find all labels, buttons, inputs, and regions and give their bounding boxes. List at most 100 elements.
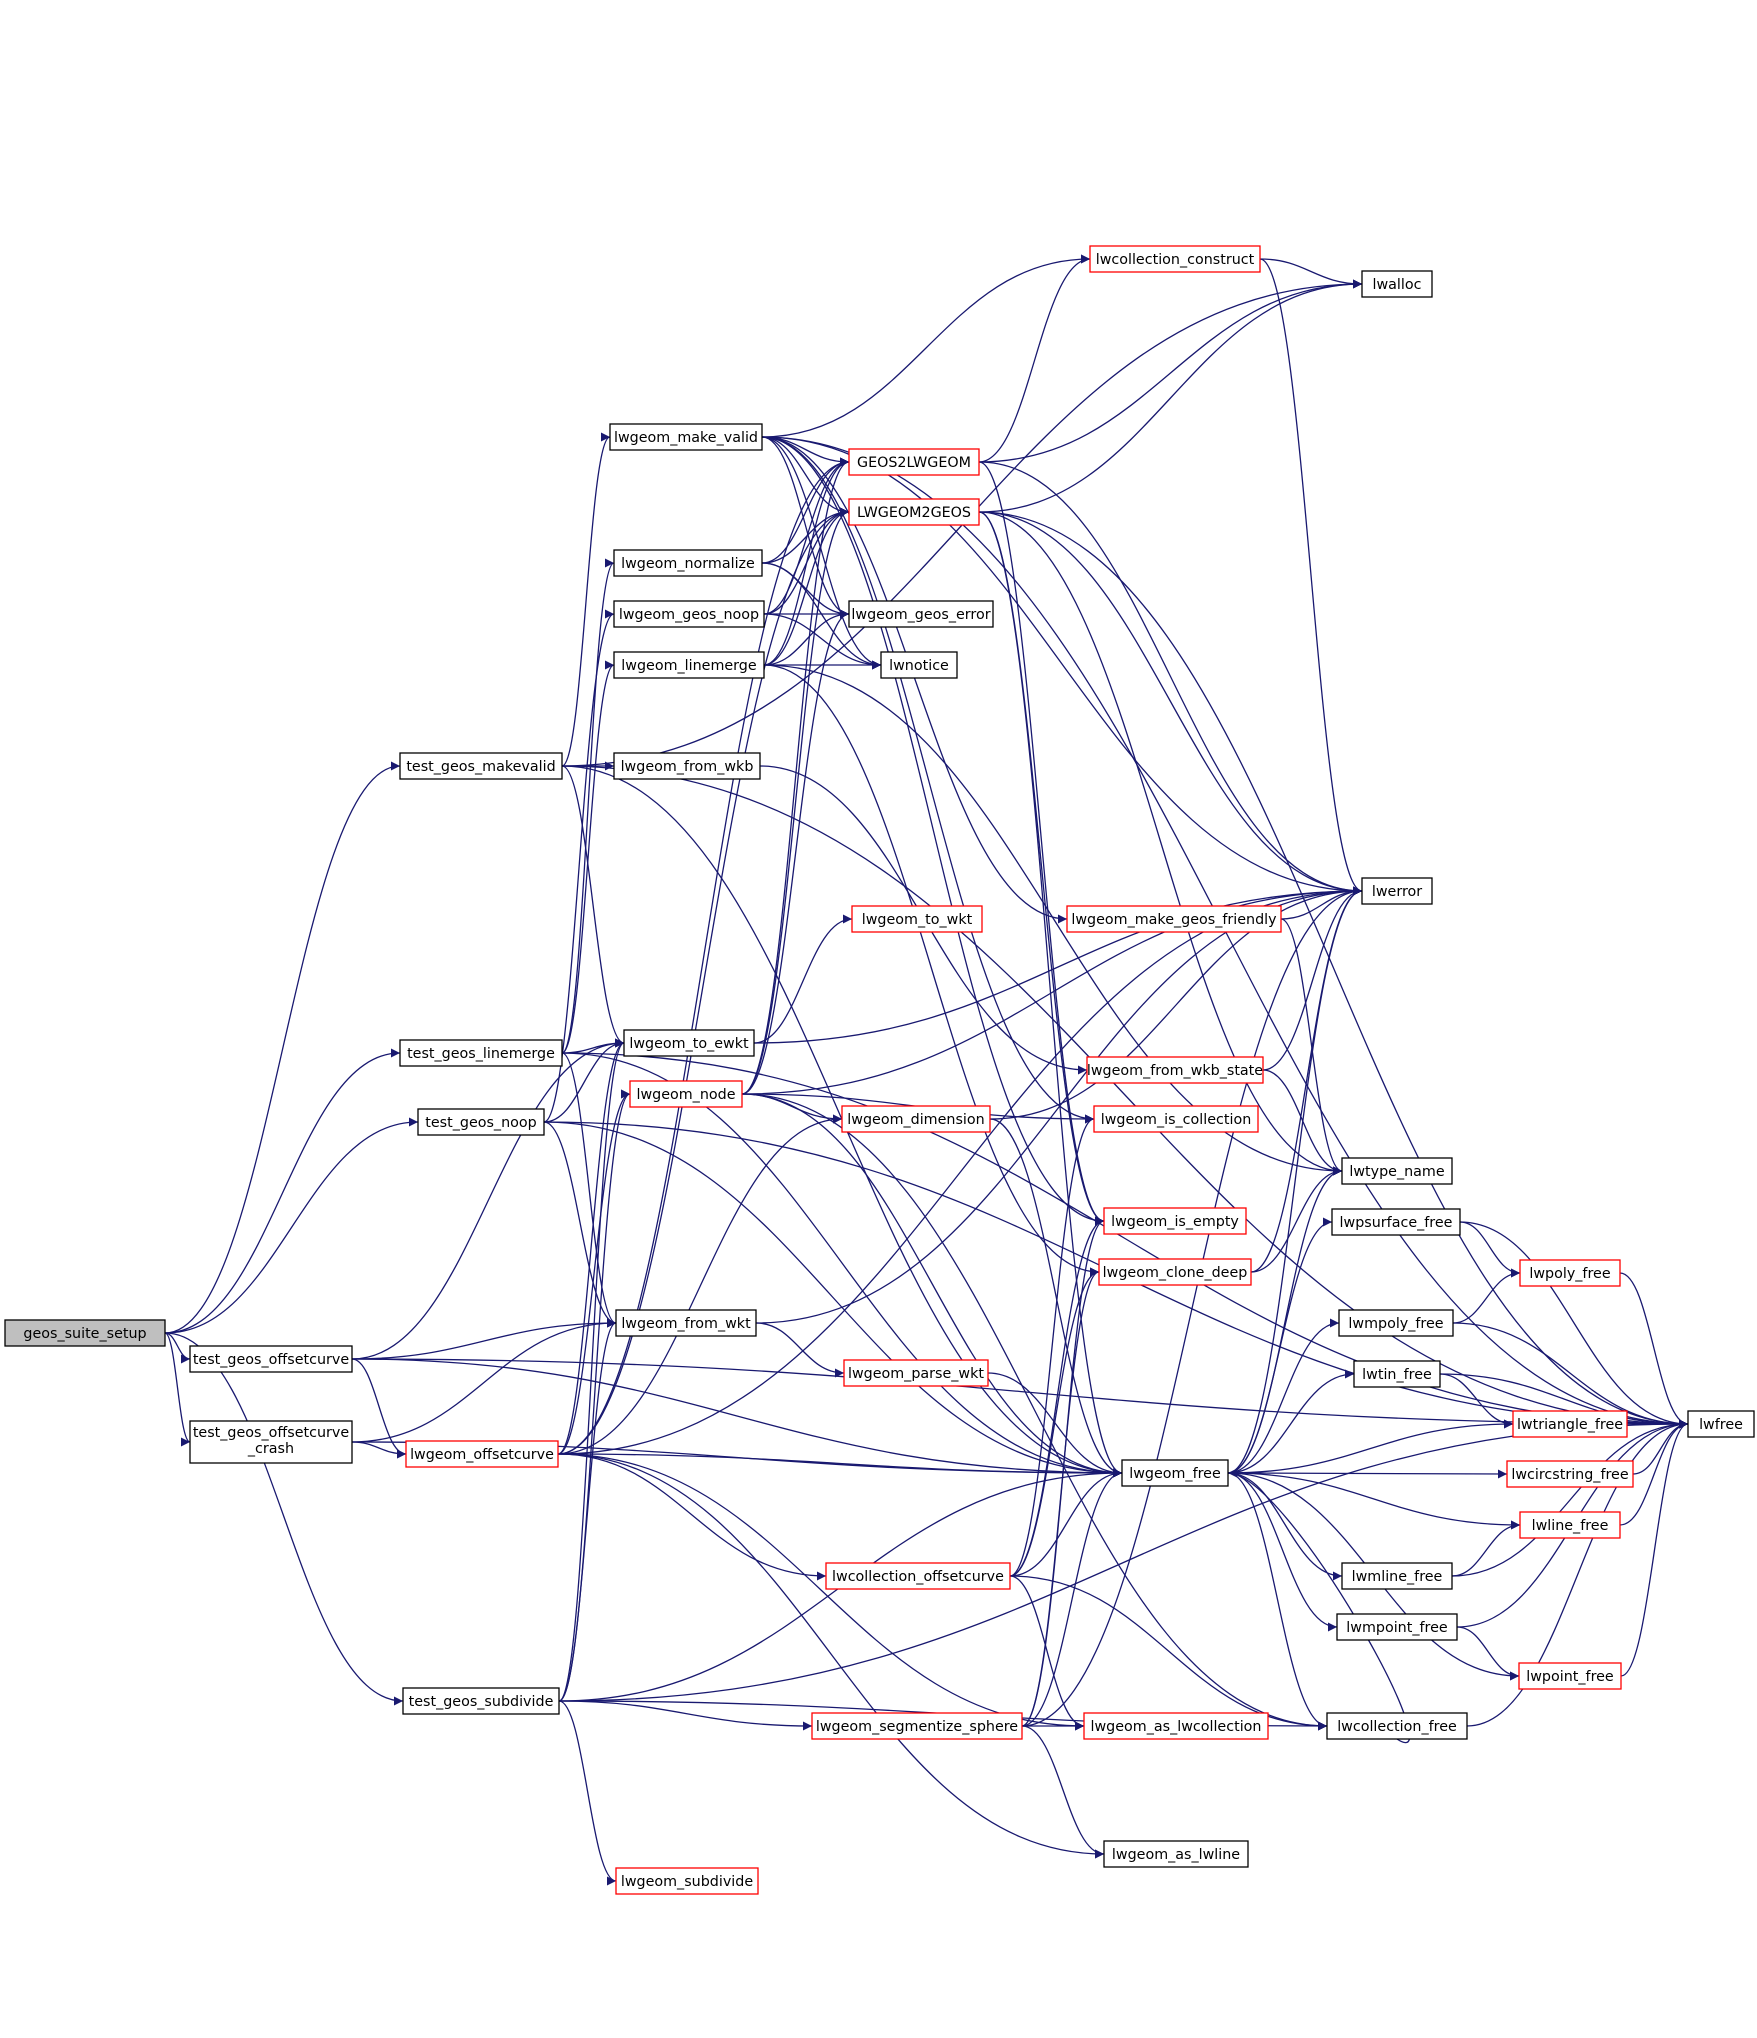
node-box[interactable] bbox=[848, 498, 980, 526]
node-box[interactable] bbox=[1338, 1309, 1454, 1337]
node-lwnotice[interactable]: lwnotice bbox=[880, 651, 958, 679]
node-lwpoint-free[interactable]: lwpoint_free bbox=[1518, 1662, 1622, 1690]
node-box[interactable] bbox=[4, 1319, 166, 1347]
node-lwgeom-from-wkb[interactable]: lwgeom_from_wkb bbox=[613, 752, 761, 780]
node-box[interactable] bbox=[851, 905, 983, 933]
node-box[interactable] bbox=[405, 1440, 559, 1468]
node-box[interactable] bbox=[1066, 905, 1282, 933]
node-box[interactable] bbox=[811, 1712, 1023, 1740]
node-lwpoly-free[interactable]: lwpoly_free bbox=[1519, 1259, 1621, 1287]
node-test-geos-offsetcurve[interactable]: test_geos_offsetcurve bbox=[189, 1345, 353, 1373]
node-box[interactable] bbox=[843, 1359, 989, 1387]
node-lwerror[interactable]: lwerror bbox=[1361, 877, 1433, 905]
node-lwgeom-dimension[interactable]: lwgeom_dimension bbox=[841, 1105, 991, 1133]
node-lwmpoint-free[interactable]: lwmpoint_free bbox=[1336, 1613, 1458, 1641]
node-lwgeom-offsetcurve[interactable]: lwgeom_offsetcurve bbox=[405, 1440, 559, 1468]
node-box[interactable] bbox=[1519, 1259, 1621, 1287]
node-box[interactable] bbox=[1083, 1712, 1269, 1740]
node-box[interactable] bbox=[880, 651, 958, 679]
node-test-geos-offsetcurve-crash[interactable]: test_geos_offsetcurve_crash bbox=[189, 1420, 353, 1464]
node-lwgeom-parse-wkt[interactable]: lwgeom_parse_wkt bbox=[843, 1359, 989, 1387]
node-box[interactable] bbox=[1687, 1410, 1755, 1438]
node-lwmline-free[interactable]: lwmline_free bbox=[1341, 1562, 1453, 1590]
node-box[interactable] bbox=[615, 1867, 759, 1895]
node-lwgeom-subdivide[interactable]: lwgeom_subdivide bbox=[615, 1867, 759, 1895]
node-lwpsurface-free[interactable]: lwpsurface_free bbox=[1331, 1208, 1461, 1236]
node-box[interactable] bbox=[1093, 1105, 1259, 1133]
node-box[interactable] bbox=[417, 1108, 545, 1136]
node-lwgeom-as-lwcollection[interactable]: lwgeom_as_lwcollection bbox=[1083, 1712, 1269, 1740]
node-box[interactable] bbox=[399, 1039, 563, 1067]
node-box[interactable] bbox=[848, 600, 994, 628]
node-box[interactable] bbox=[1361, 270, 1433, 298]
node-box[interactable] bbox=[825, 1562, 1011, 1590]
node-geos-suite-setup[interactable]: geos_suite_setup bbox=[4, 1319, 166, 1347]
node-box[interactable] bbox=[848, 448, 980, 476]
node-lwtriangle-free[interactable]: lwtriangle_free bbox=[1512, 1410, 1628, 1438]
node-box[interactable] bbox=[1121, 1459, 1229, 1487]
node-lwgeom2geos[interactable]: LWGEOM2GEOS bbox=[848, 498, 980, 526]
node-test-geos-subdivide[interactable]: test_geos_subdivide bbox=[402, 1687, 560, 1715]
node-box[interactable] bbox=[615, 1309, 757, 1337]
node-box[interactable] bbox=[613, 752, 761, 780]
node-box[interactable] bbox=[1341, 1562, 1453, 1590]
node-box[interactable] bbox=[189, 1345, 353, 1373]
node-box[interactable] bbox=[1361, 877, 1433, 905]
node-box[interactable] bbox=[1341, 1157, 1453, 1185]
node-box[interactable] bbox=[1089, 245, 1261, 273]
node-lwcollection-construct[interactable]: lwcollection_construct bbox=[1089, 245, 1261, 273]
node-lwgeom-normalize[interactable]: lwgeom_normalize bbox=[613, 549, 763, 577]
node-box[interactable] bbox=[613, 651, 765, 679]
node-lwgeom-make-geos-friendly[interactable]: lwgeom_make_geos_friendly bbox=[1066, 905, 1282, 933]
node-lwcollection-free[interactable]: lwcollection_free bbox=[1326, 1712, 1468, 1740]
node-lwline-free[interactable]: lwline_free bbox=[1519, 1511, 1621, 1539]
node-box[interactable] bbox=[1098, 1258, 1252, 1286]
node-lwmpoly-free[interactable]: lwmpoly_free bbox=[1338, 1309, 1454, 1337]
node-lwgeom-clone-deep[interactable]: lwgeom_clone_deep bbox=[1098, 1258, 1252, 1286]
node-lwgeom-segmentize-sphere[interactable]: lwgeom_segmentize_sphere bbox=[811, 1712, 1023, 1740]
node-lwfree[interactable]: lwfree bbox=[1687, 1410, 1755, 1438]
node-box[interactable] bbox=[189, 1420, 353, 1464]
node-box[interactable] bbox=[1519, 1511, 1621, 1539]
node-box[interactable] bbox=[402, 1687, 560, 1715]
node-box[interactable] bbox=[1518, 1662, 1622, 1690]
node-lwgeom-geos-noop[interactable]: lwgeom_geos_noop bbox=[613, 600, 765, 628]
node-box[interactable] bbox=[1506, 1460, 1634, 1488]
node-box[interactable] bbox=[399, 752, 563, 780]
node-box[interactable] bbox=[1336, 1613, 1458, 1641]
node-lwgeom-is-collection[interactable]: lwgeom_is_collection bbox=[1093, 1105, 1259, 1133]
node-test-geos-linemerge[interactable]: test_geos_linemerge bbox=[399, 1039, 563, 1067]
node-lwgeom-free[interactable]: lwgeom_free bbox=[1121, 1459, 1229, 1487]
node-box[interactable] bbox=[1086, 1056, 1264, 1084]
node-box[interactable] bbox=[1512, 1410, 1628, 1438]
node-lwalloc[interactable]: lwalloc bbox=[1361, 270, 1433, 298]
node-lwgeom-from-wkb-state[interactable]: lwgeom_from_wkb_state bbox=[1086, 1056, 1264, 1084]
node-lwcircstring-free[interactable]: lwcircstring_free bbox=[1506, 1460, 1634, 1488]
node-lwgeom-make-valid[interactable]: lwgeom_make_valid bbox=[609, 423, 763, 451]
node-lwtin-free[interactable]: lwtin_free bbox=[1353, 1360, 1441, 1388]
node-box[interactable] bbox=[613, 549, 763, 577]
node-lwgeom-to-ewkt[interactable]: lwgeom_to_ewkt bbox=[623, 1029, 755, 1057]
node-lwgeom-from-wkt[interactable]: lwgeom_from_wkt bbox=[615, 1309, 757, 1337]
node-lwgeom-is-empty[interactable]: lwgeom_is_empty bbox=[1103, 1207, 1247, 1235]
node-box[interactable] bbox=[1103, 1207, 1247, 1235]
node-box[interactable] bbox=[841, 1105, 991, 1133]
node-box[interactable] bbox=[629, 1080, 743, 1108]
node-lwtype-name[interactable]: lwtype_name bbox=[1341, 1157, 1453, 1185]
node-geos2lwgeom[interactable]: GEOS2LWGEOM bbox=[848, 448, 980, 476]
node-lwgeom-as-lwline[interactable]: lwgeom_as_lwline bbox=[1103, 1840, 1249, 1868]
node-box[interactable] bbox=[623, 1029, 755, 1057]
node-box[interactable] bbox=[1103, 1840, 1249, 1868]
node-lwgeom-geos-error[interactable]: lwgeom_geos_error bbox=[848, 600, 994, 628]
node-lwgeom-node[interactable]: lwgeom_node bbox=[629, 1080, 743, 1108]
node-box[interactable] bbox=[1331, 1208, 1461, 1236]
node-test-geos-makevalid[interactable]: test_geos_makevalid bbox=[399, 752, 563, 780]
node-lwgeom-to-wkt[interactable]: lwgeom_to_wkt bbox=[851, 905, 983, 933]
node-test-geos-noop[interactable]: test_geos_noop bbox=[417, 1108, 545, 1136]
node-lwcollection-offsetcurve[interactable]: lwcollection_offsetcurve bbox=[825, 1562, 1011, 1590]
node-box[interactable] bbox=[609, 423, 763, 451]
node-lwgeom-linemerge[interactable]: lwgeom_linemerge bbox=[613, 651, 765, 679]
node-box[interactable] bbox=[613, 600, 765, 628]
node-box[interactable] bbox=[1326, 1712, 1468, 1740]
node-box[interactable] bbox=[1353, 1360, 1441, 1388]
